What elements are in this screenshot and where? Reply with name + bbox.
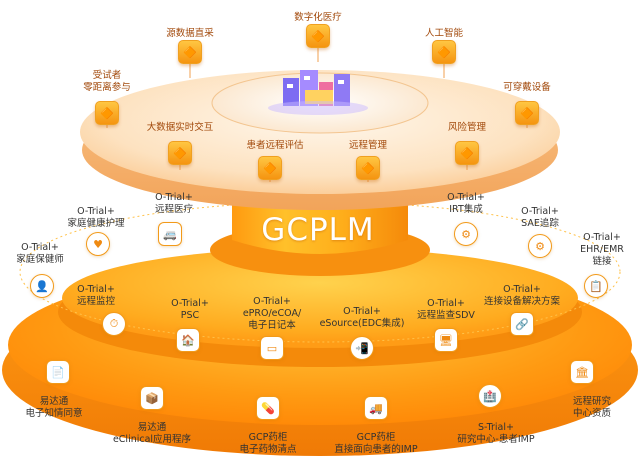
participant-icon[interactable]: 🔶 [95,101,119,125]
eclinical-icon[interactable]: 📦 [140,386,164,410]
label-eclinical-2: eClinical应用程序 [112,434,192,445]
patient-eval-icon[interactable]: 🔶 [258,156,282,180]
orbit-ring [19,201,621,343]
label-patient-imp-2: 直接面向患者的IMP [334,444,418,455]
sdv-icon[interactable]: 🖥 [434,328,458,352]
label-sae-1: O-Trial+ [521,206,559,217]
remote-medical-icon[interactable]: 🚐 [158,222,182,246]
drug-inventory-icon[interactable]: 💊 [256,396,280,420]
digital-health-illustration [268,70,368,115]
label-device-2: 连接设备解决方案 [483,296,561,307]
family-doctor-icon[interactable]: ♥ [86,232,110,256]
site-imp-icon[interactable]: 🏥 [478,384,502,408]
psc-icon[interactable]: 🏠 [176,328,200,352]
sae-icon[interactable]: ⚙ [528,234,552,258]
label-digital-medicine: 数字化医疗 [294,12,342,23]
label-device-1: O-Trial+ [503,284,541,295]
label-family-doctor-2: 家庭健康护理 [67,218,125,229]
label-big-data: 大数据实时交互 [146,122,214,133]
data-source-icon[interactable]: 🔶 [178,40,202,64]
label-esource-2: eSource(EDC集成) [319,318,405,329]
label-econsent-2: 电子知情同意 [25,408,83,419]
label-data-source: 源数据直采 [166,28,214,39]
label-ai: 人工智能 [424,28,464,39]
label-risk: 风险管理 [447,122,487,133]
label-psc-1: O-Trial+ [171,298,209,309]
label-participant-1: 受试者 [92,70,122,81]
device-icon[interactable]: 🔗 [510,312,534,336]
label-sdv-2: 远程监查SDV [417,310,475,321]
label-epro-1: O-Trial+ [253,296,291,307]
label-patient-eval: 患者远程评估 [246,140,304,151]
label-ehr-2: EHR/EMR [580,244,624,255]
label-family-doctor-1: O-Trial+ [77,206,115,217]
label-remote-site-2: 中心资质 [572,408,612,419]
label-irt-2: IRT集成 [449,204,483,215]
label-wearable: 可穿戴设备 [503,82,551,93]
label-remote-monitor-1: O-Trial+ [77,284,115,295]
remote-site-icon[interactable]: 🏛 [570,360,594,384]
patient-imp-icon[interactable]: 🚚 [364,396,388,420]
label-participant-2: 零距离参与 [83,82,131,93]
label-epro-3: 电子日记本 [248,320,296,331]
label-remote-site-1: 远程研究 [572,396,612,407]
big-data-icon[interactable]: 🔶 [168,141,192,165]
label-family-physician-1: O-Trial+ [21,242,59,253]
label-psc-2: PSC [180,310,200,321]
label-sdv-1: O-Trial+ [427,298,465,309]
digital-medicine-icon[interactable]: 🔶 [306,24,330,48]
epro-icon[interactable]: ▭ [260,336,284,360]
remote-mgmt-icon[interactable]: 🔶 [356,156,380,180]
label-ehr-3: 链接 [592,256,612,267]
label-irt-1: O-Trial+ [447,192,485,203]
ai-icon[interactable]: 🔶 [432,40,456,64]
wearable-icon[interactable]: 🔶 [515,101,539,125]
label-remote-medical-1: O-Trial+ [155,192,193,203]
family-physician-icon[interactable]: 👤 [30,274,54,298]
label-family-physician-2: 家庭保健师 [16,254,64,265]
irt-icon[interactable]: ⚙ [454,222,478,246]
label-site-imp-1: S-Trial+ [478,422,514,433]
middle-tier-top [62,248,578,348]
ehr-icon[interactable]: 📋 [584,274,608,298]
label-patient-imp-1: GCP药柜 [356,432,396,443]
label-drug-1: GCP药柜 [248,432,288,443]
esource-icon[interactable]: 📲 [350,336,374,360]
label-site-imp-2: 研究中心-患者IMP [457,434,535,445]
label-econsent-1: 易达通 [39,396,69,407]
econsent-icon[interactable]: 📄 [46,360,70,384]
label-remote-medical-2: 远程医疗 [154,204,194,215]
label-sae-2: SAE追踪 [521,218,559,229]
label-ehr-1: O-Trial+ [583,232,621,243]
risk-icon[interactable]: 🔶 [455,141,479,165]
label-drug-2: 电子药物清点 [239,444,297,455]
label-remote-mgmt: 远程管理 [348,140,388,151]
label-remote-monitor-2: 远程监控 [76,296,116,307]
label-eclinical-1: 易达通 [137,422,167,433]
remote-monitor-icon[interactable]: ⏱ [102,312,126,336]
label-epro-2: ePRO/eCOA/ [242,308,302,319]
center-title: GCPLM [261,212,375,248]
label-esource-1: O-Trial+ [343,306,381,317]
